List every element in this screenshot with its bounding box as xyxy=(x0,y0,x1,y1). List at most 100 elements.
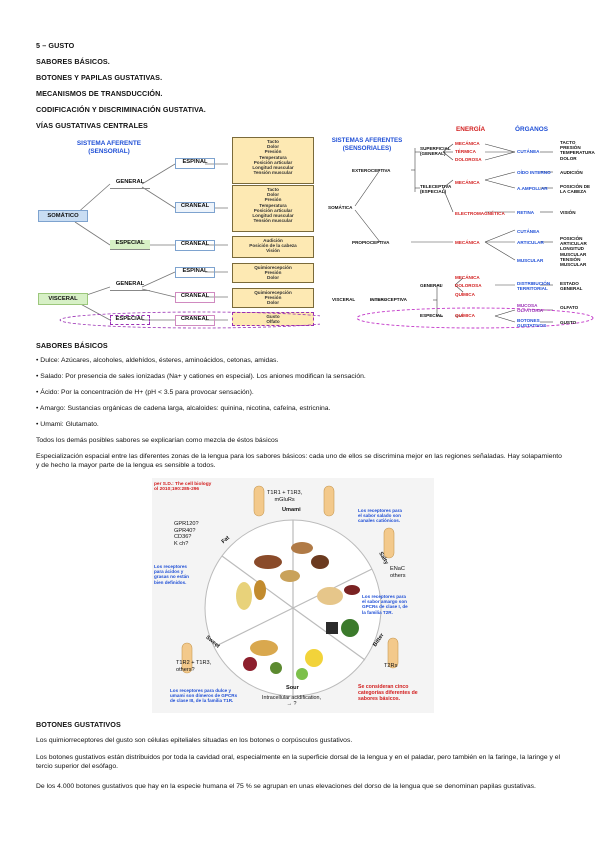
modality: Longitud muscular xyxy=(252,165,294,171)
modality-box: Quimiorecepción Presión Dolor xyxy=(232,263,314,283)
section-title: 5 – GUSTO xyxy=(36,41,75,50)
result-vision: VISIÓN xyxy=(560,210,576,215)
organ-cutanea: CUTÁNEA xyxy=(517,149,540,154)
organ-ampollar: A.AMPOLLAR xyxy=(517,186,548,191)
organ-distribucion: DISTRIBUCIÓN TERRITORIAL xyxy=(517,281,551,292)
node-craneal-visceral: CRANEAL xyxy=(175,292,215,303)
bullet-amargo: Amargo: Sustancias orgánicas de cadena l… xyxy=(36,404,331,413)
paragraph: Los botones gustativos están distribuido… xyxy=(36,754,561,770)
energy-mecanica: MECÁNICA xyxy=(455,141,480,146)
modality: Gusto xyxy=(266,314,280,319)
energy-dolorosa: DOLOROSA xyxy=(455,283,482,288)
label-fat-receptors: GPR120? GPR40? CD36? K ch? xyxy=(174,521,199,547)
result-olfato: OLFATO xyxy=(560,305,579,310)
node-craneal: CRANEAL xyxy=(175,202,215,213)
outline-item: SABORES BÁSICOS. xyxy=(36,57,110,66)
node-visceral: VISCERAL xyxy=(38,293,88,305)
node-somatico: SOMÁTICO xyxy=(38,210,88,222)
node-visceral: VISCERAL xyxy=(332,297,356,302)
energy-electromagnetica: ELECTROMAGNÉTICA xyxy=(455,211,505,216)
label-umami-receptors: T1R1 + T1R3, mGluRs xyxy=(267,490,303,503)
organ-articular: ARTICULAR xyxy=(517,240,544,245)
bullet-salado: Salado: Por presencia de sales ionizadas… xyxy=(36,372,366,381)
node-somatica: SOMÁTICA xyxy=(328,205,353,210)
energy-termica: TÉRMICA xyxy=(455,149,476,154)
label-umami: Umami xyxy=(282,507,301,513)
label-sweet-receptors: T1R2 + T1R3, others? xyxy=(176,660,212,673)
modality: Posición articular xyxy=(253,207,293,213)
modality: Longitud muscular xyxy=(252,213,294,219)
highlight-ellipse xyxy=(59,311,320,329)
energy-quimica: QUÍMICA xyxy=(455,313,475,318)
modality: Quimiorecepción xyxy=(254,290,292,295)
figure-citation: per S.D.: The cell biology ol 2010;190:2… xyxy=(154,482,212,493)
node-especial: ESPECIAL xyxy=(420,313,443,318)
energy-mecanica: MECÁNICA xyxy=(455,180,480,185)
modality: Temperatura xyxy=(259,202,287,208)
organ-mucosa: MUCOSA OLFATORIA xyxy=(517,303,544,314)
modality: Presión xyxy=(264,270,282,276)
modality: Tensión muscular xyxy=(253,170,293,176)
note-dulce: Los receptores para dulce y umami son dí… xyxy=(170,688,238,704)
modality-box: Audición Posición de la cabeza Visión xyxy=(232,236,314,258)
modality-box: Tacto Dolor Presión Temperatura Posición… xyxy=(232,137,314,184)
modality: Presión xyxy=(264,197,282,203)
modality: Tacto xyxy=(267,187,279,192)
node-general: GENERAL xyxy=(110,179,150,189)
taste-pie-chart xyxy=(181,485,399,697)
result-articular: POSICIÓN ARTICULAR LONGITUD MUSCULAR TEN… xyxy=(560,236,587,268)
modality: Posición articular xyxy=(253,159,293,165)
paragraph: Los quimiorreceptores del gusto son célu… xyxy=(36,737,353,744)
node-especial-visceral: ESPECIAL xyxy=(110,315,150,325)
energy-quimica: QUÍMICA xyxy=(455,292,475,297)
label-salty-receptors: ENaC others xyxy=(390,566,406,579)
modality-box: Quimiorecepción Presión Dolor xyxy=(232,288,314,308)
result-audicion: AUDICIÓN xyxy=(560,170,583,175)
modality: Dolor xyxy=(267,192,279,198)
organ-retina: RETINA xyxy=(517,210,535,215)
modality-box: Gusto Olfato xyxy=(232,312,314,326)
organ-cutanea: CUTÁNEA xyxy=(517,229,540,234)
modality: Dolor xyxy=(267,275,279,281)
section-heading: SABORES BÁSICOS xyxy=(36,341,108,350)
note-salado: Los receptores para el sabor salado son … xyxy=(358,508,402,524)
column-organos: ÓRGANOS xyxy=(515,126,549,133)
outline-item: VÍAS GUSTATIVAS CENTRALES xyxy=(36,121,148,130)
result-tacto: TACTO PRESIÓN TEMPERATURA DOLOR xyxy=(560,140,595,161)
diagram-title: SISTEMA AFERENTE (SENSORIAL) xyxy=(76,140,142,155)
outline-item: CODIFICACIÓN Y DISCRIMINACIÓN GUSTATIVA. xyxy=(36,105,206,114)
section-heading: BOTONES GUSTATIVOS xyxy=(36,720,121,729)
modality-box: Tacto Dolor Presión Temperatura Posición… xyxy=(232,185,314,232)
node-teleceptiva: TELECEPTIVA (ESPECIAL) xyxy=(420,184,452,195)
diagram-title: SISTEMAS AFERENTES (SENSORIALES) xyxy=(331,137,403,152)
node-superficial: SUPERFICIAL (GENERAL) xyxy=(420,146,451,157)
modality: Dolor xyxy=(267,300,279,306)
note-acidos: Los receptores para ácidos y grasas no e… xyxy=(154,564,189,585)
result-posicion: POSICIÓN DE LA CABEZA xyxy=(560,184,591,195)
modality: Visión xyxy=(266,248,280,254)
bullet-umami: Umami: Glutamato. xyxy=(36,420,99,429)
node-espinal-visceral: ESPINAL xyxy=(175,267,215,278)
tree-connectors xyxy=(354,143,594,329)
result-estado: ESTADO GENERAL xyxy=(560,281,583,292)
note-amargo: Los receptores para el sabor amargo son … xyxy=(362,594,408,615)
outline-item: MECANISMOS DE TRANSDUCCIÓN. xyxy=(36,89,163,98)
node-general-visceral: GENERAL xyxy=(110,281,150,291)
label-sour-receptors: Intracellular acidification, → ? xyxy=(262,695,322,708)
modality: Tacto xyxy=(267,139,279,144)
taste-categories-figure: per S.D.: The cell biology ol 2010;190:2… xyxy=(152,478,434,713)
node-craneal-visceral-especial: CRANEAL xyxy=(175,315,215,326)
modality: Quimiorecepción xyxy=(254,265,292,270)
modality: Audición xyxy=(263,238,283,243)
energy-mecanica: MECÁNICA xyxy=(455,240,480,245)
energy-mecanica: MECÁNICA xyxy=(455,275,480,280)
paragraph: Todos los demás posibles sabores se expl… xyxy=(36,437,279,444)
label-sour: Sour xyxy=(286,685,299,691)
note-cinco: Se consideran cinco categorías diferente… xyxy=(358,684,418,703)
paragraph: Especialización espacial entre las difer… xyxy=(36,453,562,469)
organ-muscular: MUSCULAR xyxy=(517,258,544,263)
outline-item: BOTONES Y PAPILAS GUSTATIVAS. xyxy=(36,73,163,82)
modality: Temperatura xyxy=(259,154,287,160)
paragraph: De los 4.000 botones gustativos que hay … xyxy=(36,783,536,790)
energy-dolorosa: DOLOROSA xyxy=(455,157,482,162)
